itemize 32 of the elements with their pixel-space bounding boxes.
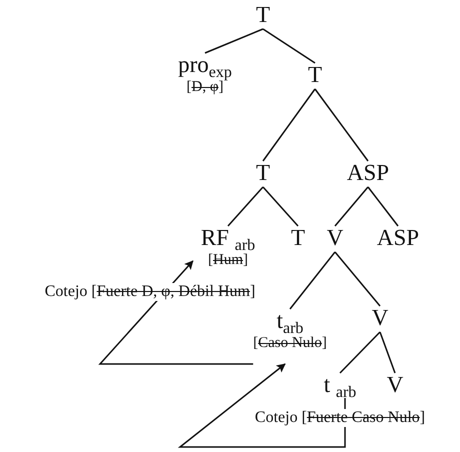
- category-label: ASP: [376, 225, 420, 251]
- category-label: V: [386, 372, 404, 398]
- category-label: V: [326, 225, 344, 251]
- category-label: T: [308, 62, 322, 88]
- tree-branch: [262, 186, 299, 226]
- category-label: ASP: [346, 160, 390, 186]
- movement-arrow: [98, 260, 254, 365]
- tree-branch: [367, 186, 399, 226]
- tree-branch: [262, 88, 316, 162]
- category-label: T: [256, 160, 270, 186]
- tree-branch: [379, 332, 396, 374]
- edge-label: Cotejo [Fuerte Caso Nulo]: [254, 409, 426, 427]
- tree-branch: [339, 331, 381, 374]
- tree-branch: [334, 186, 369, 226]
- tree-branch: [204, 28, 264, 54]
- movement-arrow: [178, 363, 346, 448]
- feature-set: [Caso Nulo]: [253, 334, 327, 352]
- tree-branch: [289, 252, 336, 310]
- tree-branch: [262, 28, 316, 64]
- tree-branch: [227, 186, 264, 226]
- feature-set: [D, φ]: [186, 79, 224, 96]
- category-label: pro$_{exp}$: [178, 52, 232, 78]
- tree-branch: [314, 88, 369, 162]
- category-label: t $_{arb}$: [324, 372, 356, 398]
- feature-set: [Hum]: [207, 251, 249, 269]
- category-label: T: [290, 225, 306, 251]
- edge-label: Cotejo [Fuerte D, φ, Débil Hum]: [44, 283, 256, 301]
- category-label: RF $_{arb}$: [200, 225, 256, 251]
- tree-branch: [334, 252, 381, 306]
- category-label: V: [372, 305, 388, 331]
- category-label: T: [256, 2, 270, 28]
- category-label: t$_{arb}$: [276, 308, 304, 334]
